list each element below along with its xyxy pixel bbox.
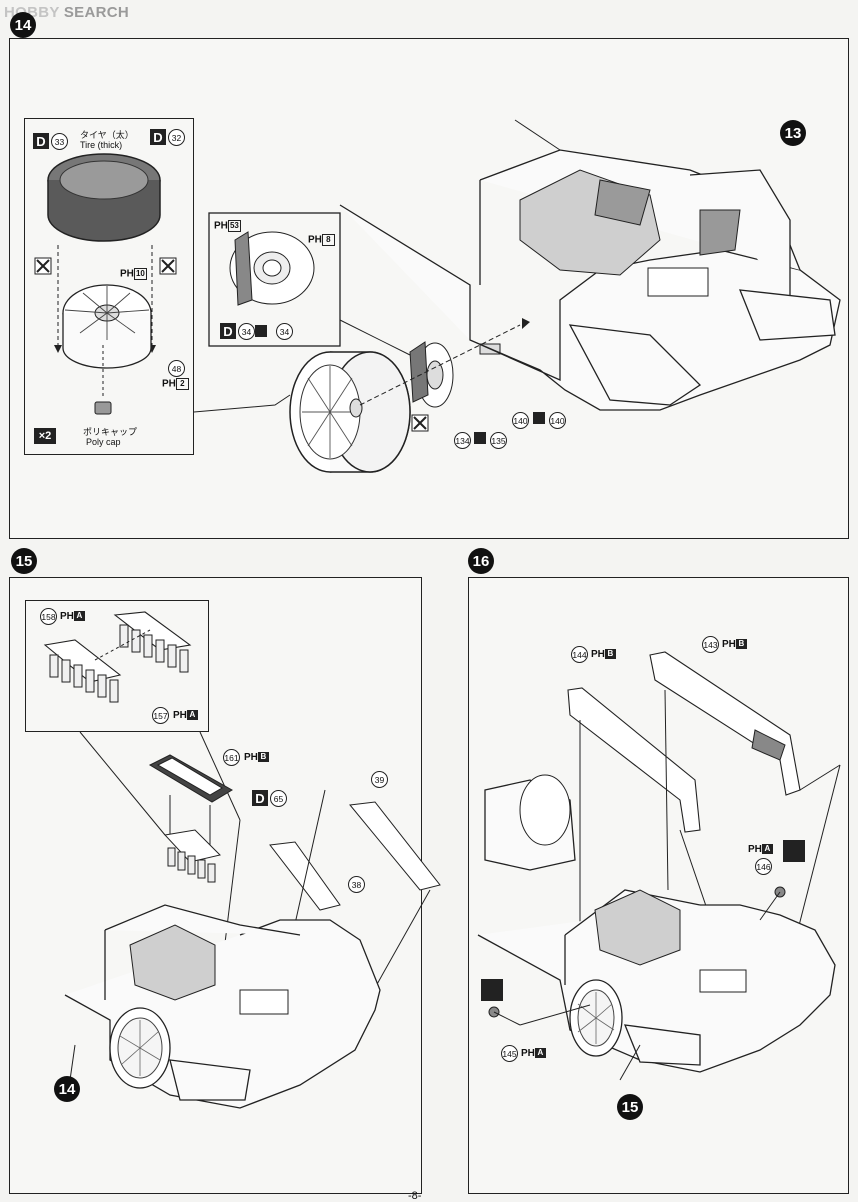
d-sprue-left: D: [33, 133, 49, 149]
part-158: 158: [40, 608, 57, 625]
d-sprue-right: D: [150, 129, 166, 145]
ph-label: PH: [521, 1048, 535, 1059]
part-38: 38: [348, 876, 365, 893]
step-14-number: 14: [10, 12, 36, 38]
sprue-box: B: [735, 639, 747, 650]
step-16-number: 16: [468, 548, 494, 574]
polycap-label-en: Poly cap: [86, 437, 121, 447]
sprue-box: 53: [227, 220, 241, 232]
ph-label: PH: [214, 220, 228, 232]
sprue-box: 8: [321, 234, 335, 246]
watermark-search: SEARCH: [63, 4, 130, 21]
part-161: 161: [223, 749, 240, 766]
ph-label: PH: [162, 378, 176, 390]
sprue-box: A: [761, 844, 773, 855]
ph-label: PH: [308, 234, 322, 246]
sprue-box: 10: [133, 268, 147, 280]
polycap-label-jp: ポリキャップ: [83, 427, 138, 437]
sprue-box: B: [257, 752, 269, 763]
sprue-box: A: [186, 710, 198, 721]
part-140-b: 140: [549, 412, 566, 429]
part-157: 157: [152, 707, 169, 724]
tire-label-jp: タイヤ（太）: [80, 130, 134, 140]
multiplier-badge: ×2: [34, 428, 56, 444]
part-33: 33: [51, 133, 68, 150]
step-15-number: 15: [11, 548, 37, 574]
sprue-box: 2: [175, 378, 189, 390]
page-number: -8-: [408, 1190, 422, 1202]
step-13-reference: 13: [780, 120, 806, 146]
ph-label: PH: [120, 268, 134, 280]
part-34-a: 34: [238, 323, 255, 340]
d-sprue-65: D: [252, 790, 268, 806]
part-144: 144: [571, 646, 588, 663]
step-15-reference: 15: [617, 1094, 643, 1120]
part-134: 134: [454, 432, 471, 449]
sprue-box: A: [73, 611, 85, 622]
part-146: 146: [755, 858, 772, 875]
step-14-reference: 14: [54, 1076, 80, 1102]
part-140-a: 140: [512, 412, 529, 429]
brake-d-sprue: D: [220, 323, 236, 339]
sprue-box: A: [534, 1048, 546, 1059]
ph-label: PH: [60, 611, 74, 622]
sprue-box: B: [604, 649, 616, 660]
part-34-b: 34: [276, 323, 293, 340]
part-48: 48: [168, 360, 185, 377]
ph-label: PH: [591, 649, 605, 660]
ph-label: PH: [244, 752, 258, 763]
tire-label-en: Tire (thick): [80, 140, 123, 150]
part-135: 135: [490, 432, 507, 449]
part-145: 145: [501, 1045, 518, 1062]
part-65: 65: [270, 790, 287, 807]
part-143: 143: [702, 636, 719, 653]
part-39: 39: [371, 771, 388, 788]
ph-label: PH: [722, 639, 736, 650]
ph-label: PH: [173, 710, 187, 721]
part-32: 32: [168, 129, 185, 146]
ph-label: PH: [748, 844, 762, 855]
